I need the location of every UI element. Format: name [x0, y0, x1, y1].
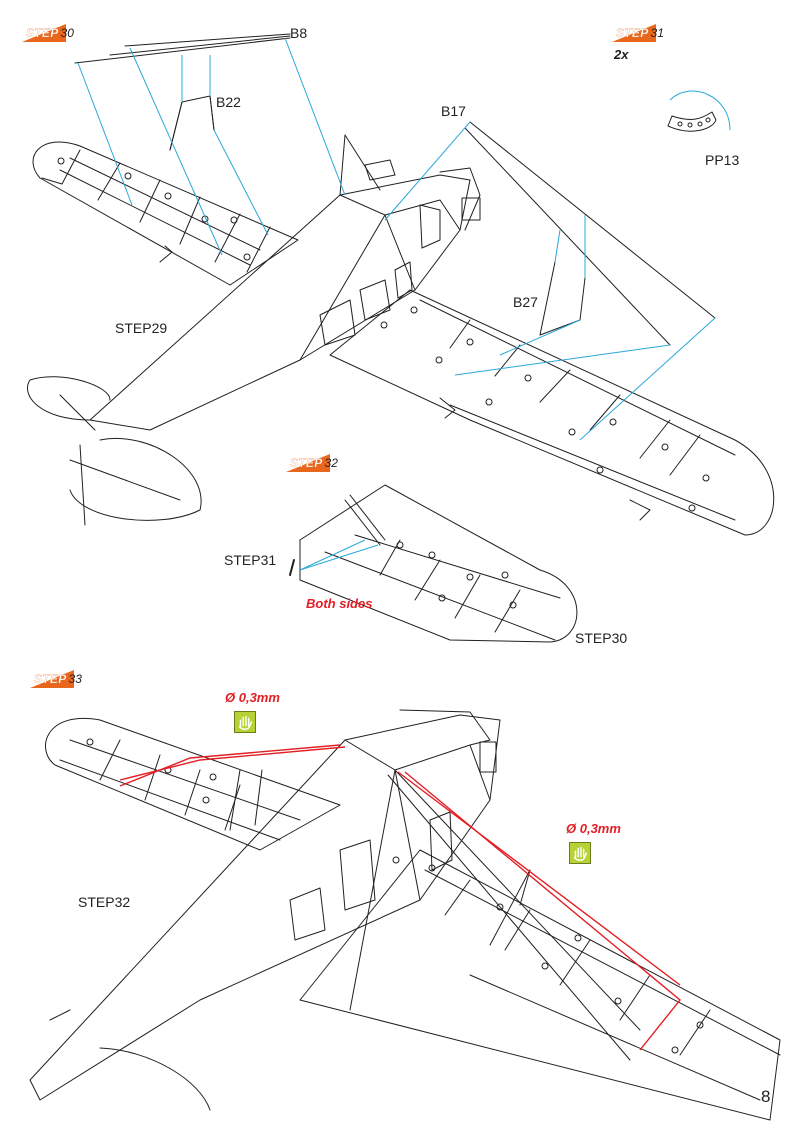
hand-icon — [234, 711, 256, 733]
step31-badge-label: STEP — [616, 26, 649, 40]
pp13-part-drawing — [667, 111, 717, 132]
part-label-b17: B17 — [441, 103, 466, 119]
ref-step29: STEP29 — [115, 320, 168, 336]
b22-strut-drawing — [169, 95, 215, 151]
hand-icon-glyphs — [235, 716, 585, 866]
rigging-wires — [119, 744, 681, 1051]
part-label-b22: B22 — [216, 94, 241, 110]
step30-badge: STEP 30 — [22, 24, 74, 42]
step30-aircraft-drawing — [27, 95, 775, 536]
step31-badge: STEP 31 — [612, 24, 664, 42]
hand-icon-shape — [238, 715, 253, 730]
part-label-b27: B27 — [513, 294, 538, 310]
step-flag-icon — [612, 24, 656, 42]
step31-quantity: 2x — [614, 47, 629, 62]
step32-number: 32 — [324, 456, 338, 470]
step31-number: 31 — [650, 26, 664, 40]
step-flag-icon — [22, 24, 66, 42]
page-number: 8 — [761, 1087, 771, 1106]
step33-badge-label: STEP — [34, 672, 67, 686]
wire-diameter-right: Ø 0,3mm — [566, 821, 621, 836]
step30-badge-label: STEP — [26, 26, 59, 40]
step-flag-icon — [286, 454, 330, 472]
part-label-pp13: PP13 — [705, 152, 740, 168]
ref-step31: STEP31 — [224, 552, 277, 568]
step33-aircraft-drawing — [29, 709, 781, 1121]
step32-badge: STEP 32 — [286, 454, 338, 472]
step-flag-icon — [30, 670, 74, 688]
step32-wing-drawing — [289, 484, 578, 643]
hand-icon-shape — [573, 846, 588, 861]
ref-step30: STEP30 — [575, 630, 628, 646]
wire-diameter-left: Ø 0,3mm — [225, 690, 280, 705]
step32-badge-label: STEP — [290, 456, 323, 470]
guide-lines — [77, 37, 731, 571]
step33-badge: STEP 33 — [30, 670, 82, 688]
b8-strut-drawing — [74, 33, 291, 64]
hand-icon — [569, 842, 591, 864]
ref-step32: STEP32 — [78, 894, 131, 910]
part-label-b8: B8 — [290, 25, 308, 41]
step30-number: 30 — [60, 26, 74, 40]
both-sides-note: Both sides — [306, 596, 373, 611]
step33-number: 33 — [68, 672, 82, 686]
